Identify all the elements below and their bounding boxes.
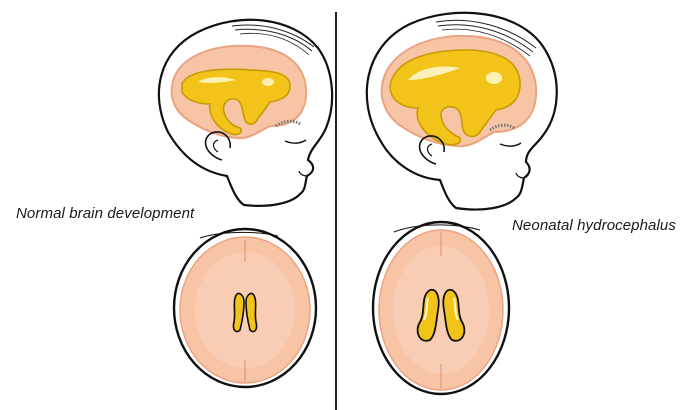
normal-brain-axial <box>174 229 316 387</box>
normal-infant-head-lateral <box>159 20 332 206</box>
hydrocephalus-infant-head-lateral <box>367 13 557 210</box>
hydrocephalus-caption: Neonatal hydrocephalus <box>512 217 676 234</box>
panel-divider <box>335 12 337 410</box>
hydrocephalus-brain-axial <box>373 222 509 394</box>
normal-brain-caption: Normal brain development <box>16 205 194 222</box>
